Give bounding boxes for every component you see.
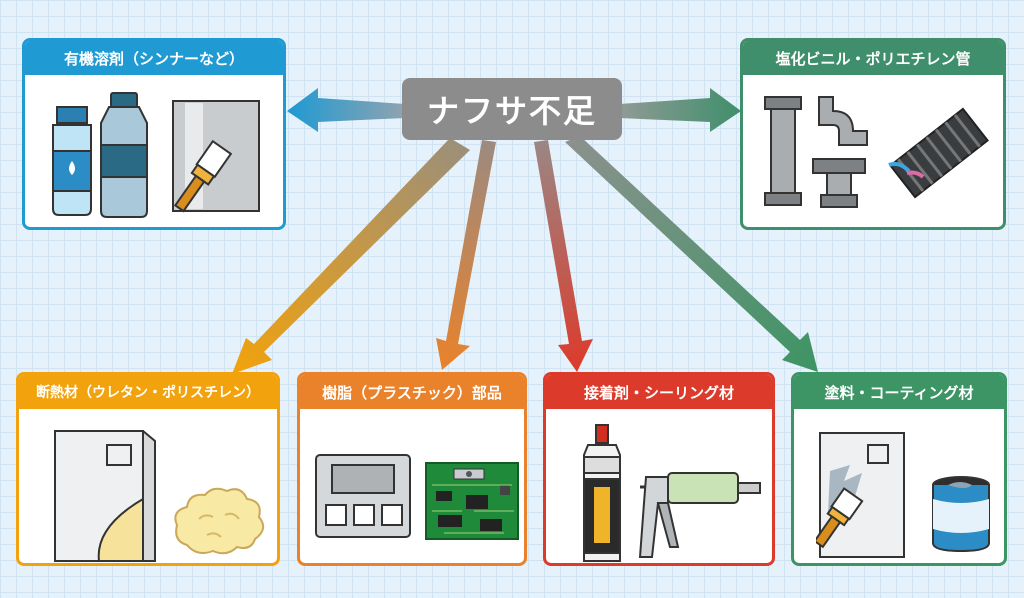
paint-can-icon (932, 476, 990, 553)
arrow-to-paint (565, 136, 818, 372)
card-paint: 塗料・コーティング材 (791, 372, 1007, 566)
card-title: 断熱材（ウレタン・ポリスチレン） (19, 375, 277, 409)
card-insulation: 断熱材（ウレタン・ポリスチレン） (16, 372, 280, 566)
bottles-icon (52, 92, 148, 218)
paint-brush-icon (172, 100, 260, 213)
card-solvent: 有機溶剤（シンナーなど） (22, 38, 286, 230)
arrow-to-resin (436, 140, 496, 370)
pipe-fittings-icon (764, 96, 868, 208)
painted-panel-icon (816, 432, 905, 558)
card-adhesive: 接着剤・シーリング材 (543, 372, 775, 566)
arrow-to-pvc (619, 88, 741, 132)
card-title: 塩化ビニル・ポリエチレン管 (743, 41, 1003, 75)
card-pvc: 塩化ビニル・ポリエチレン管 (740, 38, 1006, 230)
card-resin: 樹脂（プラスチック）部品 (297, 372, 527, 566)
adhesive-tube-icon (583, 424, 621, 562)
caulking-gun-icon (638, 472, 761, 558)
arrow-to-insulation (232, 138, 470, 374)
arrow-to-solvent (287, 88, 405, 132)
card-title: 接着剤・シーリング材 (546, 375, 772, 409)
card-title: 樹脂（プラスチック）部品 (300, 375, 524, 409)
card-title: 塗料・コーティング材 (794, 375, 1004, 409)
corrugated-tube-icon (888, 107, 989, 199)
control-panel-icon (315, 454, 411, 538)
circuit-board-icon (425, 462, 519, 540)
card-title: 有機溶剤（シンナーなど） (25, 41, 283, 75)
foam-icon (174, 487, 265, 555)
center-node: ナフサ不足 (402, 78, 622, 140)
arrow-to-adhesive (534, 140, 593, 372)
insulation-panel-icon (54, 430, 156, 562)
